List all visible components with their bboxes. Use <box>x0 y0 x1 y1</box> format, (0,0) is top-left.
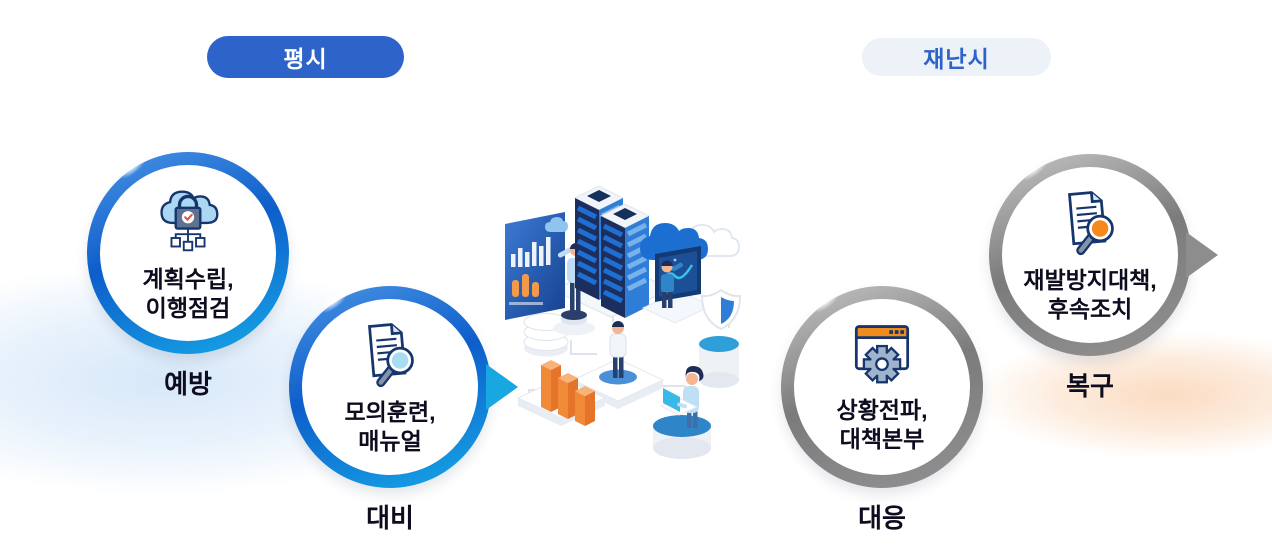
server-towers <box>573 185 651 318</box>
monitor-figure <box>641 246 713 324</box>
stage-recovery-ring: 재발방지대책, 후속조치 <box>989 154 1218 356</box>
stage-preparedness-ring: 모의훈련, 매뉴얼 <box>289 286 518 488</box>
badge-disaster-label: 재난시 <box>923 46 990 72</box>
stage-preparedness-label: 대비 <box>366 503 414 533</box>
isometric-datacenter-illustration <box>505 185 742 459</box>
laptop-user-figure <box>653 366 711 459</box>
dashboard-screen <box>505 212 568 320</box>
stage-response-label: 대응 <box>858 503 906 533</box>
document-magnifier-orange-icon <box>1068 190 1114 255</box>
badge-normal-label: 평시 <box>283 46 328 72</box>
cloud-lock-network-icon <box>160 190 219 251</box>
stage-recovery-title: 재발방지대책, 후속조치 <box>1023 266 1157 322</box>
stage-recovery-label: 복구 <box>1066 371 1114 401</box>
stage-prevention-ring: 계획수립, 이행점검 <box>87 152 289 354</box>
cloud-glyph <box>545 217 568 232</box>
bar-chart-3d <box>516 360 607 426</box>
flow-arrow-right-icon <box>486 364 518 410</box>
stage-response: 상황전파, 대책본부 대응 <box>781 286 983 535</box>
stage-recovery: 재발방지대책, 후속조치 복구 <box>989 154 1218 403</box>
stage-prevention-label: 예방 <box>164 369 212 399</box>
orange-bars <box>541 360 595 426</box>
browser-gear-icon <box>854 324 910 383</box>
flow-arrow-right-icon <box>1186 232 1218 278</box>
stage-prevention: 계획수립, 이행점검 예방 <box>87 152 289 401</box>
stage-prevention-title: 계획수립, 이행점검 <box>142 265 234 321</box>
stage-preparedness: 모의훈련, 매뉴얼 대비 <box>289 286 518 535</box>
shield-icon <box>699 288 742 388</box>
document-magnifier-blue-icon <box>368 322 414 387</box>
badge-disaster-times: 재난시 <box>862 38 1051 76</box>
stage-preparedness-title: 모의훈련, 매뉴얼 <box>344 398 436 454</box>
stage-response-title: 상황전파, 대책본부 <box>836 396 928 452</box>
stage-response-ring: 상황전파, 대책본부 <box>781 286 983 488</box>
badge-normal-times: 평시 <box>207 36 404 78</box>
